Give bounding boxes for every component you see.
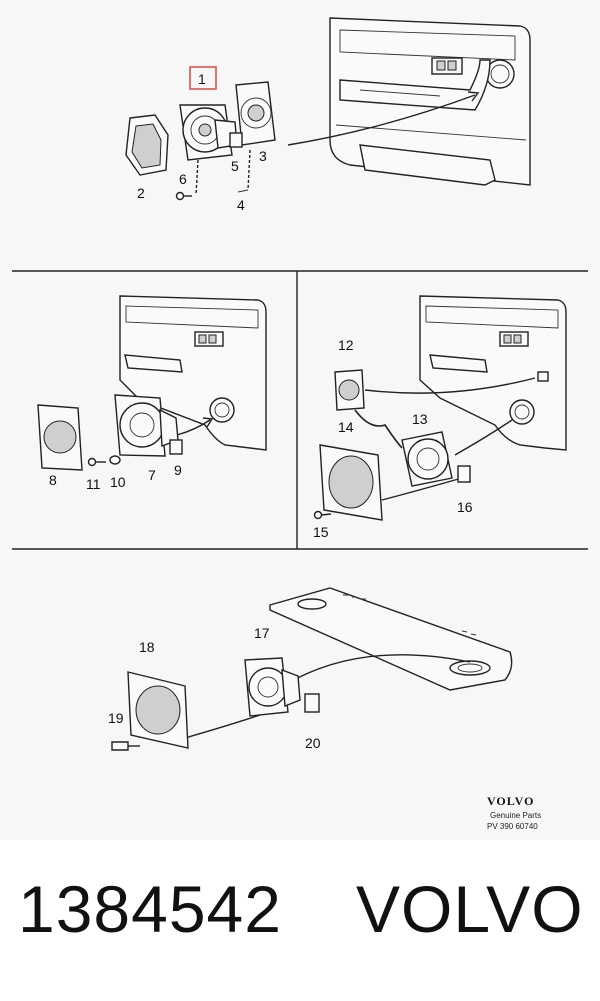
callout-8: 8 [49, 472, 57, 488]
speaker-part-17 [244, 657, 301, 717]
callout-2: 2 [137, 185, 145, 201]
callout-10: 10 [110, 474, 126, 490]
callout-5: 5 [231, 158, 239, 174]
callout-15: 15 [313, 524, 329, 540]
clip-part-16 [457, 465, 471, 483]
wire-to-shelf [284, 654, 471, 686]
arrow-to-door-3a [454, 419, 513, 456]
clip-part-20 [304, 693, 320, 713]
screw-part-11 [87, 457, 97, 467]
callout-14: 14 [338, 419, 354, 435]
callout-13: 13 [412, 411, 428, 427]
callout-7: 7 [148, 467, 156, 483]
grille-part-8 [37, 404, 83, 471]
clip-part-5 [229, 132, 243, 148]
callout-16: 16 [457, 499, 473, 515]
section-rear-door-right: 12 13 14 15 16 [313, 295, 567, 540]
speaker-part-1 [179, 104, 238, 161]
genuine-parts-stamp: VOLVO Genuine Parts PV 390 60740 [487, 794, 541, 831]
section-rear-door-left: 8 7 9 10 11 [37, 295, 267, 492]
arrow-to-door-2 [176, 419, 211, 436]
screw-part-6 [175, 191, 185, 201]
highlight-box-1 [189, 66, 217, 90]
callout-9: 9 [174, 462, 182, 478]
wire-part-14 [354, 409, 403, 449]
exploded-view-drawing: 1 2 3 4 5 6 [12, 17, 588, 831]
callout-19: 19 [108, 710, 124, 726]
section-front-door: 1 2 3 4 5 6 [125, 17, 531, 213]
wire-part-6 [195, 159, 199, 196]
caption-footer [0, 840, 600, 1001]
screw-part-15 [313, 510, 323, 520]
part-number: 1384542 [18, 872, 282, 946]
screw-part-19 [111, 741, 129, 751]
callout-12: 12 [338, 337, 354, 353]
callout-6: 6 [179, 171, 187, 187]
callout-20: 20 [305, 735, 321, 751]
speaker-part-13 [401, 431, 453, 487]
door-panel-3 [419, 295, 567, 451]
speaker-part-7 [114, 394, 179, 457]
grille-part-14 [319, 444, 383, 521]
stamp-line2: PV 390 60740 [487, 822, 538, 831]
tweeter-part-12 [334, 369, 365, 411]
door-panel-1 [329, 17, 531, 186]
callout-1: 1 [198, 71, 206, 87]
callout-4: 4 [237, 197, 245, 213]
arrow-to-door-1 [287, 94, 476, 146]
arrow-grille-to-speaker [184, 714, 261, 739]
rear-shelf [269, 587, 513, 691]
wire-part-4 [247, 149, 251, 191]
stamp-brand: VOLVO [487, 794, 534, 808]
callout-18: 18 [139, 639, 155, 655]
parts-diagram: 1 2 3 4 5 6 [12, 17, 588, 831]
arrow-to-door-3c [381, 477, 463, 501]
grille-part-18 [127, 671, 189, 749]
arrow-to-door-3b [364, 377, 536, 394]
stamp-line1: Genuine Parts [490, 811, 541, 820]
section-rear-shelf: 18 17 19 20 [108, 587, 513, 751]
brand-name: VOLVO [356, 872, 584, 946]
callout-17: 17 [254, 625, 270, 641]
arrow-head-1 [467, 91, 480, 102]
grille-part-2 [125, 114, 169, 176]
callout-11: 11 [86, 476, 101, 492]
door-panel-2 [119, 295, 267, 451]
callout-3: 3 [259, 148, 267, 164]
frame-part-3 [235, 81, 276, 146]
clip-part-9 [169, 439, 183, 455]
washer-part-10 [109, 455, 121, 465]
